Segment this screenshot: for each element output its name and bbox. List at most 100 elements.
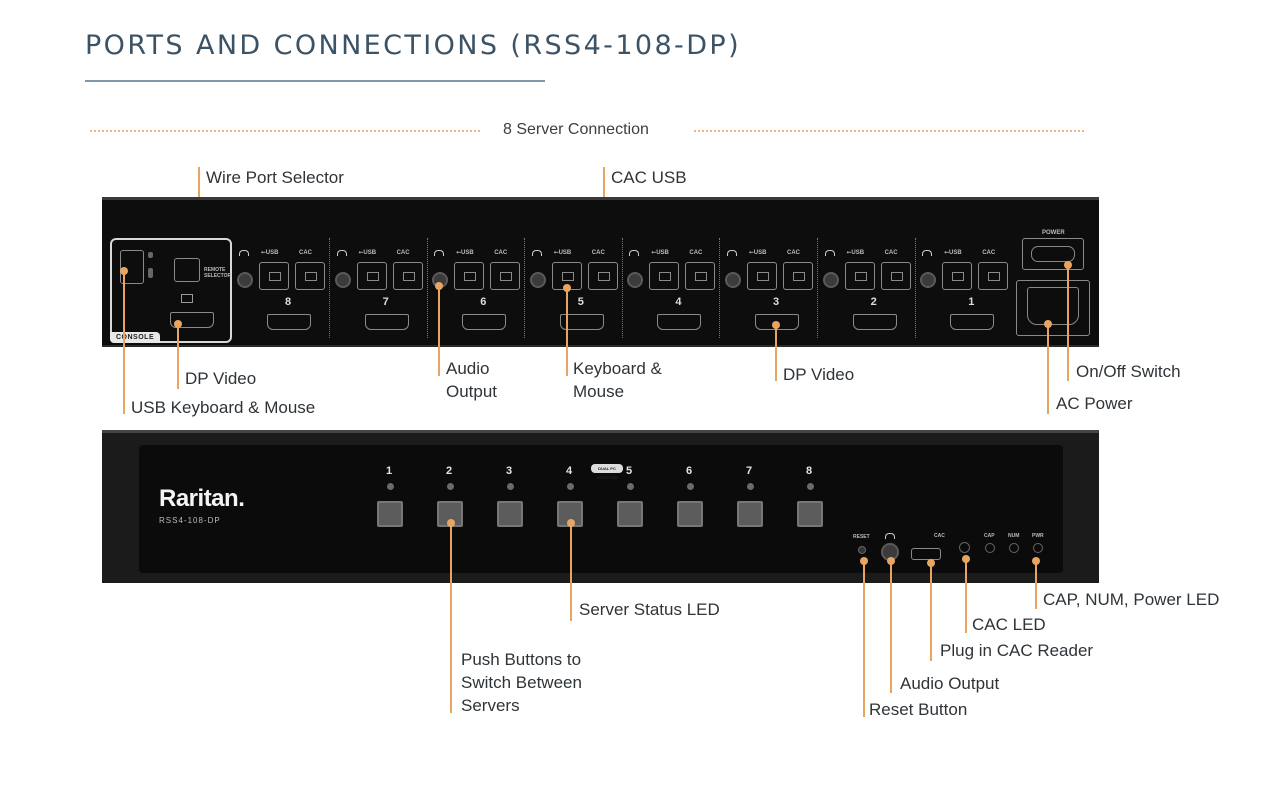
callout-km-line1: Keyboard &: [573, 359, 662, 378]
cac-usb-port: [392, 262, 423, 290]
dotted-divider-right: [694, 130, 1084, 132]
server-number-label: 1: [386, 465, 393, 477]
server-status-led: [627, 483, 634, 490]
reset-label: RESET: [853, 534, 870, 540]
usb-symbol: ⭠USB: [456, 250, 474, 256]
iec-socket: [1027, 287, 1079, 325]
keyboard-mouse-usb-port: [454, 262, 485, 290]
cac-usb-port: [587, 262, 618, 290]
cac-label: CAC: [982, 250, 996, 256]
callout-push-line3: Servers: [461, 696, 520, 715]
callout-ac-power: AC Power: [1056, 394, 1133, 413]
server-number-label: 3: [506, 465, 513, 477]
usb-symbol: ⭠USB: [261, 250, 279, 256]
brand-logo: Raritan.: [159, 485, 245, 512]
dp-video-port: [657, 314, 702, 330]
server-push-button[interactable]: [497, 501, 523, 527]
cac-label: CAC: [396, 250, 410, 256]
server-number-label: 7: [746, 465, 753, 477]
keyboard-mouse-usb-port: [356, 262, 387, 290]
indicator-led: [985, 543, 995, 553]
cac-usb-port: [490, 262, 521, 290]
server-status-led: [747, 483, 754, 490]
group-separator: [719, 238, 721, 338]
callout-usb-keyboard-mouse: USB Keyboard & Mouse: [131, 398, 316, 417]
server-status-led: [507, 483, 514, 490]
indicator-led-label: CAP: [984, 533, 995, 539]
server-port-number: 8: [285, 296, 292, 308]
server-status-led: [447, 483, 454, 490]
indicator-led: [1033, 543, 1043, 553]
headphone-icon: [336, 250, 347, 256]
leader-dot-on-off: [1064, 261, 1072, 269]
leader-line-dp-video: [775, 323, 777, 381]
server-port-number: 1: [968, 296, 975, 308]
server-status-led: [687, 483, 694, 490]
server-push-button[interactable]: [377, 501, 403, 527]
group-separator: [817, 238, 818, 338]
leader-dot-server-led: [567, 519, 575, 527]
leader-dot-console-dp: [174, 320, 182, 328]
indicator-led-label: PWR: [1032, 533, 1044, 539]
model-label: RSS4-108-DP: [159, 516, 221, 525]
server-push-button[interactable]: [677, 501, 703, 527]
reset-button[interactable]: [858, 546, 866, 554]
remote-selector-label: REMOTE SELECTOR: [204, 267, 232, 279]
power-label: POWER: [1042, 230, 1065, 236]
usb-symbol: ⭠USB: [749, 250, 767, 256]
server-status-led: [387, 483, 394, 490]
leader-line-audio: [438, 284, 440, 376]
server-port-number: 5: [577, 296, 584, 308]
audio-jack: [822, 272, 839, 288]
callout-plug-cac-reader: Plug in CAC Reader: [940, 641, 1094, 660]
server-push-button[interactable]: [737, 501, 763, 527]
audio-jack: [529, 272, 546, 288]
usb-symbol: ⭠USB: [846, 250, 865, 256]
cac-usb-port: [978, 262, 1009, 290]
server-push-button[interactable]: [617, 501, 643, 527]
title-underline: [85, 80, 545, 82]
keyboard-indicator-icon: [148, 252, 153, 258]
group-separator: [621, 238, 623, 338]
keyboard-mouse-usb-port: [844, 262, 875, 290]
callout-reset-button: Reset Button: [869, 700, 968, 719]
callout-cac-usb: CAC USB: [611, 168, 687, 187]
leader-dot-ac-power: [1044, 320, 1052, 328]
callout-cap-num-power-led: CAP, NUM, Power LED: [1043, 590, 1220, 609]
leader-line-console-dp: [177, 322, 179, 389]
keyboard-mouse-usb-port: [942, 262, 973, 290]
dp-video-port: [950, 314, 995, 330]
page-title: PORTS AND CONNECTIONS (RSS4-108-DP): [85, 30, 741, 61]
leader-line-reset: [863, 559, 865, 717]
leader-dot-keyboard-mouse: [563, 284, 571, 292]
audio-jack: [334, 272, 351, 288]
headphone-icon: [629, 250, 640, 256]
cac-label: CAC: [591, 250, 605, 256]
leader-dot-audio: [435, 282, 443, 290]
server-status-led: [807, 483, 814, 490]
server-port-number: 6: [480, 296, 487, 308]
usb-symbol: ⭠USB: [651, 250, 669, 256]
callout-audio-output-front: Audio Output: [900, 674, 1000, 693]
mouse-indicator-icon: [148, 268, 153, 278]
server-port-number: 4: [675, 296, 682, 308]
cac-reader-usb-port: [911, 548, 941, 560]
leader-dot-usb-km: [120, 267, 128, 275]
cac-label: CAC: [494, 250, 508, 256]
cac-led: [959, 542, 970, 553]
callout-wire-port-selector: Wire Port Selector: [206, 168, 344, 187]
cac-label: CAC: [884, 250, 898, 256]
leader-line-on-off: [1067, 263, 1069, 381]
callout-dp-video: DP Video: [783, 365, 855, 384]
section-label: 8 Server Connection: [503, 121, 649, 138]
callout-km-line2: Mouse: [573, 382, 625, 401]
audio-jack: [920, 272, 937, 288]
group-separator: [329, 238, 330, 338]
server-push-button[interactable]: [797, 501, 823, 527]
cac-usb-port: [685, 262, 716, 290]
power-switch-housing: [1022, 238, 1084, 270]
dp-video-port: [852, 314, 897, 330]
cac-usb-port: [880, 262, 911, 290]
